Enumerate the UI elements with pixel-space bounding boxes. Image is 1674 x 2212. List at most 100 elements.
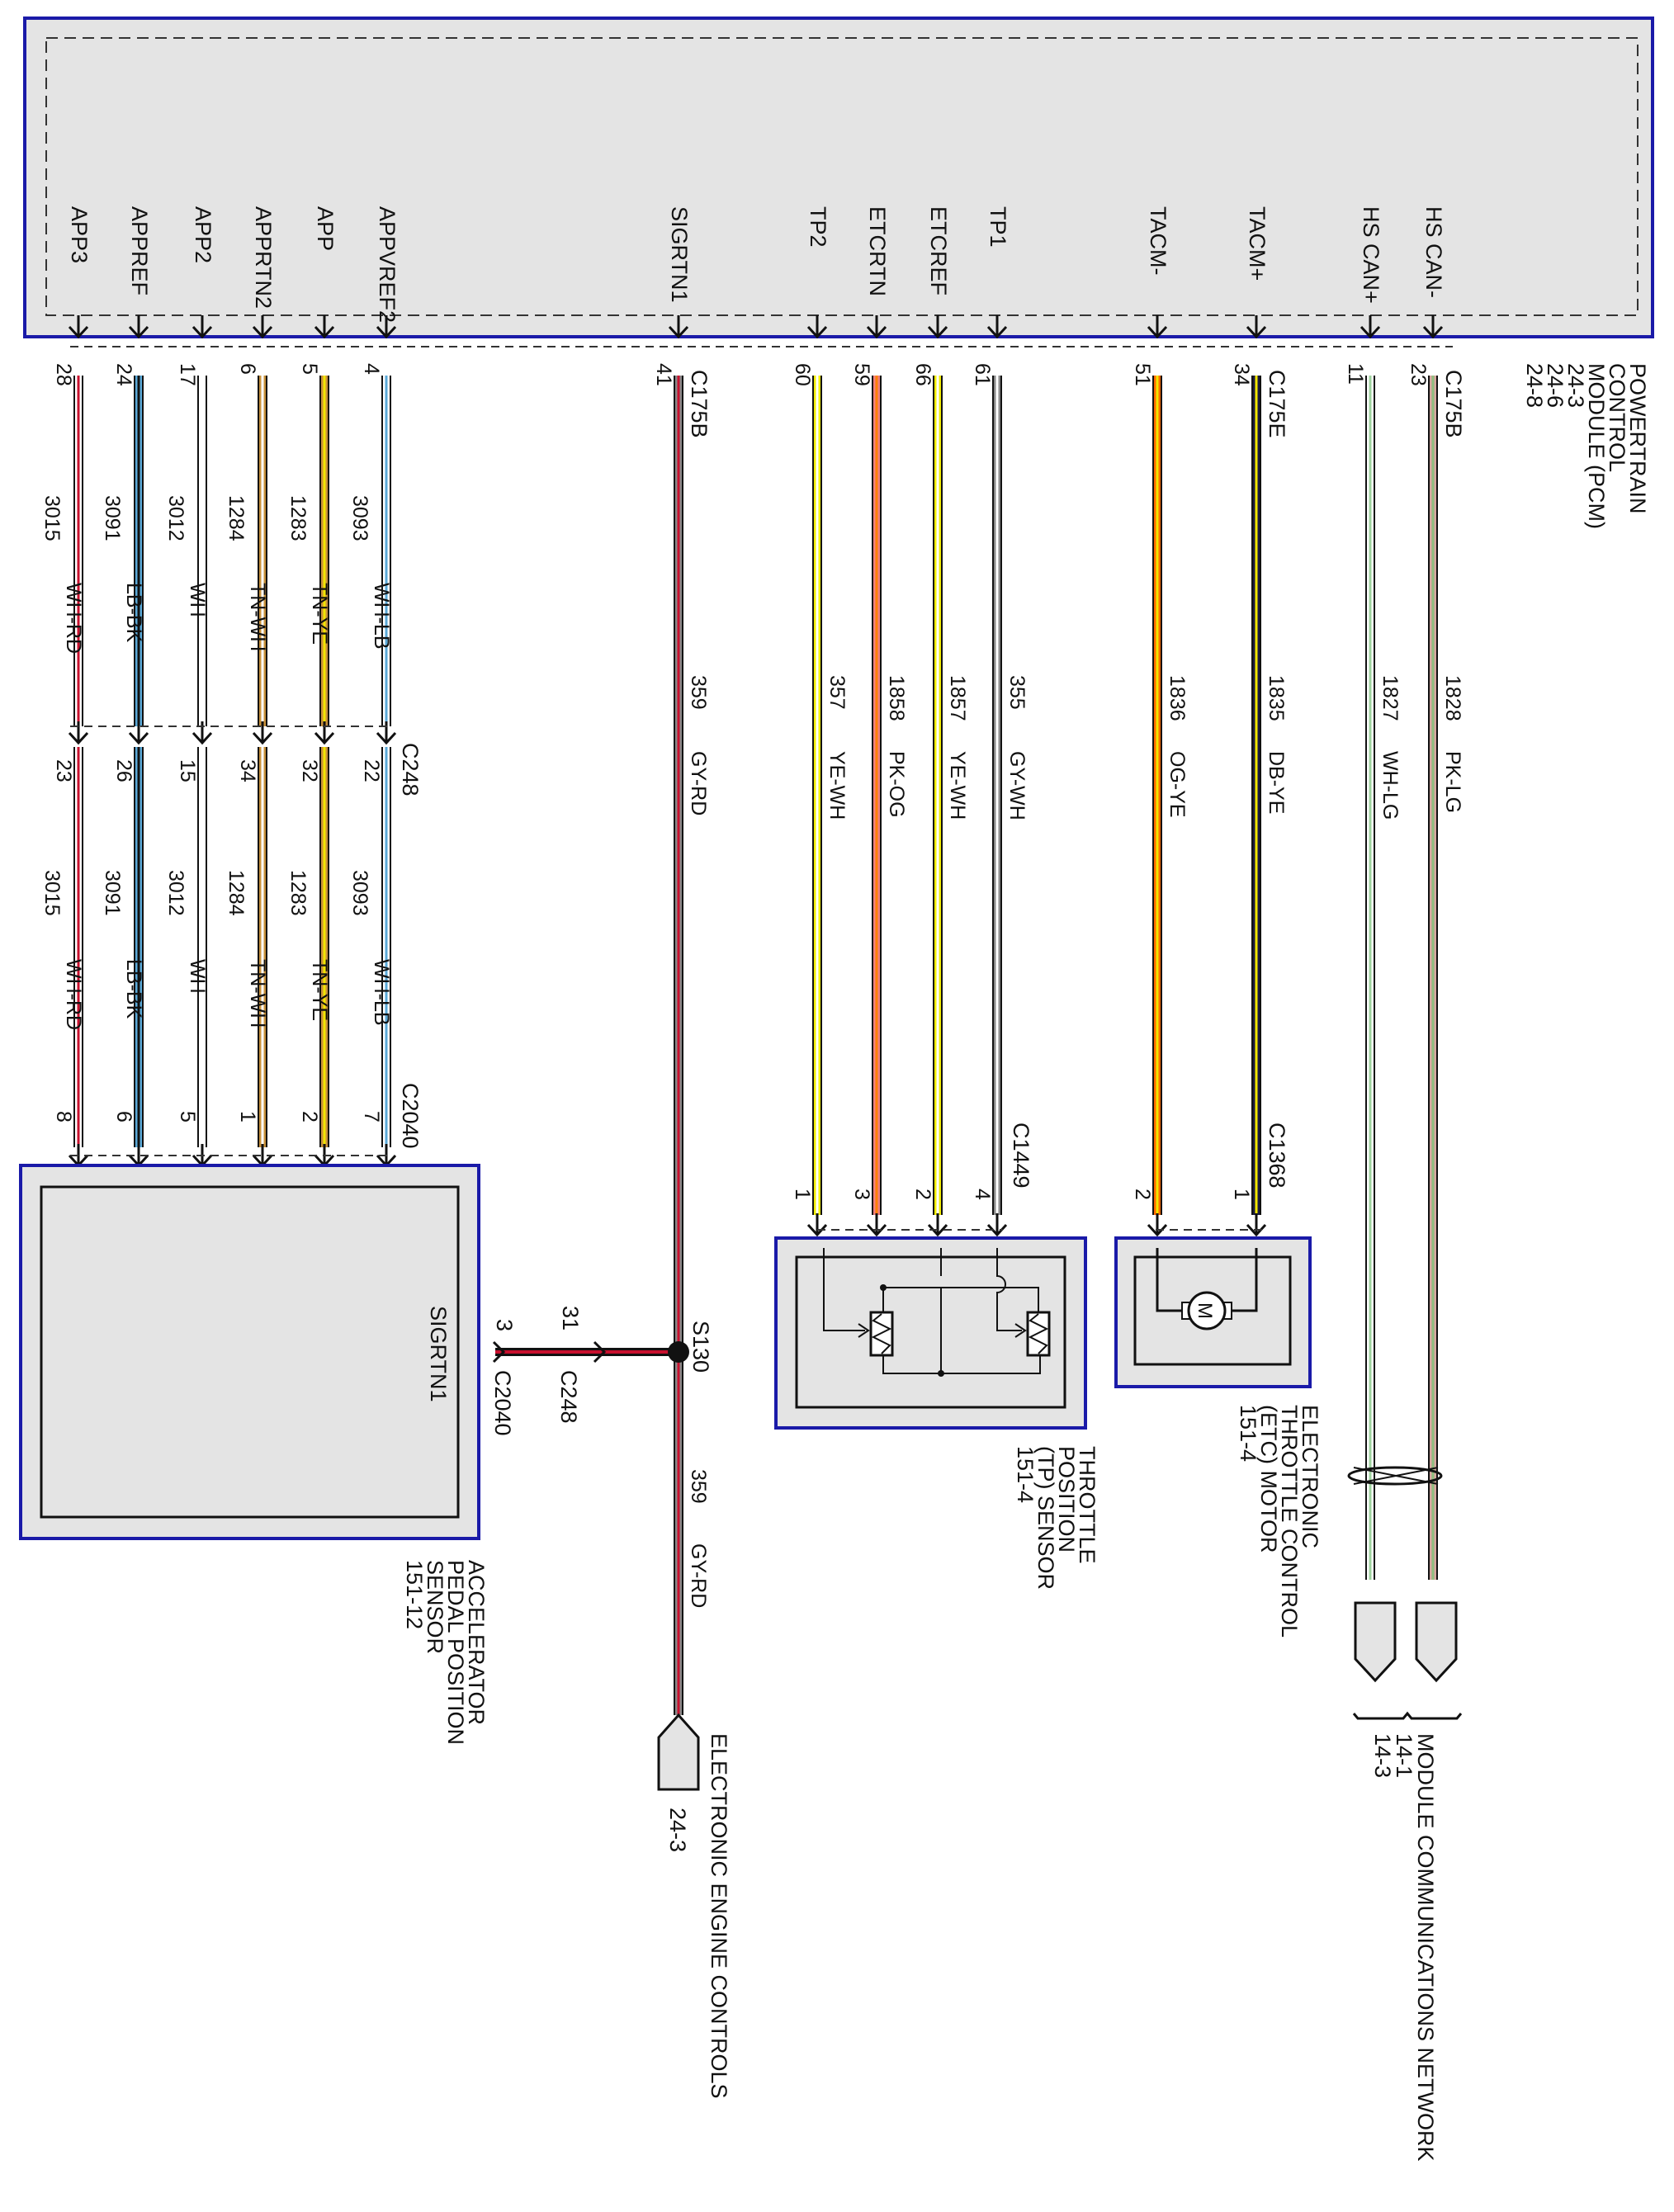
pcm-pin-label: SIGRTN1 [667,206,692,303]
tp-wiper-left-icon [858,1323,870,1338]
pcm-pin-label: TP2 [806,206,830,248]
tp-pin-number: 3 [850,1189,873,1200]
pcm-title-line: POWERTRAIN [1625,363,1650,514]
c2040-pin-number: 8 [52,1111,75,1123]
etc-motor-internal-wiring [1156,1248,1258,1312]
wire-number: 3012 [164,495,187,541]
tp-pin-number: 1 [791,1189,814,1200]
wire-color: WH-RD [62,959,85,1030]
wire-number: 3093 [348,495,371,541]
pcm-module-inner-dashed [45,37,1639,316]
pcm-pin-number: 41 [652,363,675,386]
app-sensor-title-line: ACCELERATOR [464,1560,489,1725]
eec-ref-label: ELECTRONIC ENGINE CONTROLS [707,1733,731,2099]
etc-motor-inner [1133,1255,1292,1366]
wire-number: 3015 [40,870,64,916]
pcm-pin-label: HS CAN- [1421,206,1446,298]
pcm-pin-number: 34 [1230,363,1253,386]
s130-splice-label: S130 [688,1321,713,1373]
pcm-pin-number: 24 [112,363,135,386]
pcm-pin-number: 6 [236,363,259,375]
tp-wiper-right-icon [1014,1323,1027,1338]
app-sensor-title: ACCELERATOR PEDAL POSITION SENSOR 151-12 [402,1560,489,1745]
wire-number: 1835 [1265,675,1288,721]
eec-connector-icon[interactable] [657,1713,700,1791]
wire-color: OG-YE [1166,751,1189,818]
etc-title-line: (ETC) MOTOR [1256,1405,1281,1553]
pcm-pin-number: 28 [52,363,75,386]
eec-ref-page: 24-3 [665,1808,690,1852]
wire-number: 1836 [1166,675,1189,721]
tp-zigzag-right-icon [1028,1313,1049,1354]
hs-can-pos-connector-icon[interactable] [1354,1601,1397,1683]
c2040-pin-number: 5 [176,1111,199,1123]
c248-pin-number: 22 [360,759,383,782]
wire-number: 359 [687,675,710,710]
pcm-pin-number: 66 [911,363,934,386]
pcm-pin-label: ETCRTN [865,206,890,296]
pcm-pin-number: 23 [1407,363,1430,386]
app-sensor-title-line: SENSOR [423,1560,447,1654]
hs-can-neg-connector-icon[interactable] [1415,1601,1458,1683]
wire-color: WH-LG [1378,751,1402,820]
c248-pin-number: 32 [298,759,321,782]
wire-number: 1284 [225,495,248,541]
pcm-title: POWERTRAIN CONTROL MODULE (PCM) 24-3 24-… [1522,363,1650,529]
pcm-pin-number: 5 [298,363,321,375]
wire-number: 359 [687,1469,710,1504]
c248-branch-pin: 31 [558,1306,583,1331]
c2040-connector-label: C2040 [398,1083,423,1149]
etc-title-line: ELECTRONIC [1298,1405,1322,1548]
etc-motor-title: ELECTRONIC THROTTLE CONTROL (ETC) MOTOR … [1236,1405,1322,1638]
pcm-title-line: MODULE (PCM) [1584,363,1609,529]
wire-number: 357 [825,675,849,710]
c1368-connector-label: C1368 [1265,1123,1289,1189]
pcm-pin-number: 61 [971,363,994,386]
pcm-title-line: 24-8 [1522,363,1547,408]
c175b-connector-label: C175B [1441,370,1466,438]
tp-sensor-inner [795,1255,1066,1409]
pcm-title-line: 24-3 [1563,363,1588,408]
pcm-title-line: CONTROL [1605,363,1629,472]
wire-number: 1827 [1378,675,1402,721]
wire-number: 1283 [286,495,310,541]
tp-zigzag-left-icon [871,1313,892,1354]
c2040-branch-arrow-icon [492,1340,506,1364]
wire-number: 355 [1005,675,1029,710]
wire-color: LB-BK [122,583,145,643]
pcm-pin-label: TACM+ [1245,206,1270,281]
c248-pin-number: 26 [112,759,135,782]
c2040-pin-number: 2 [298,1111,321,1123]
wire-color: WH-LB [370,959,393,1026]
wire-number: 1828 [1441,675,1464,721]
wire-color: PK-OG [885,751,908,818]
wire-color: PK-LG [1441,751,1464,813]
pcm-pin-label: APP [313,206,338,251]
tp-pin-number: 2 [911,1189,934,1200]
wire-color: WH-LB [370,583,393,650]
pcm-module-box[interactable] [23,17,1654,338]
wire-color: LB-BK [122,959,145,1019]
tp-title-line: 151-4 [1013,1446,1038,1503]
tp-title-line: POSITION [1054,1446,1079,1553]
mcn-ref-page: 14-1 [1392,1733,1416,1778]
mcn-ref-label: MODULE COMMUNICATIONS NETWORK [1413,1733,1438,2162]
wire-number: 1284 [225,870,248,916]
pcm-pin-label: TACM- [1146,206,1170,275]
motor-icon [1187,1291,1227,1331]
c248-branch-arrow-icon [593,1340,607,1364]
tp-title-line: (TP) SENSOR [1033,1446,1058,1590]
wire-color: YE-WH [825,751,849,820]
c248-label: C248 [398,743,423,796]
wire-color: TN-WH [246,959,269,1028]
c248-branch-connector: C248 [556,1370,581,1424]
pcm-pin-label: APP3 [67,206,92,263]
tp-sensor-title: THROTTLE POSITION (TP) SENSOR 151-4 [1013,1446,1099,1590]
c2040-pin-number: 6 [112,1111,135,1123]
etc-pin-number: 2 [1131,1189,1154,1200]
c2040-branch-pin: 3 [492,1319,517,1331]
tp-node-dot [880,1284,887,1291]
pcm-pin-number: 51 [1131,363,1154,386]
app-sensor-box[interactable] [19,1164,480,1540]
